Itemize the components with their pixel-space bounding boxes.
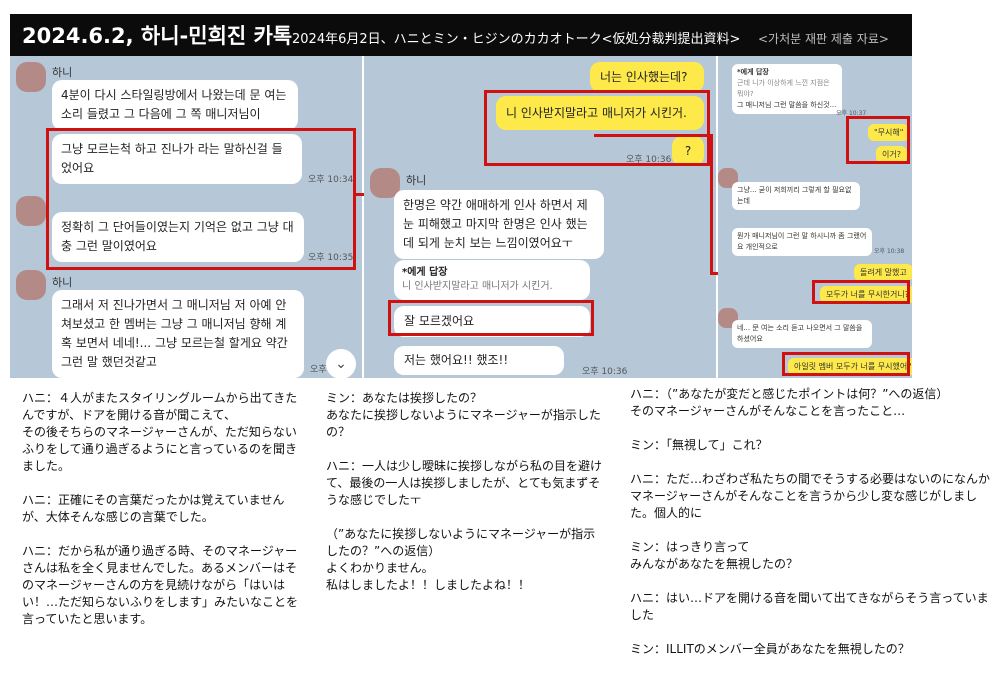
header-bar: 2024.6.2, 하니-민희진 카톡 2024年6月2日、ハニとミン・ヒジンの…: [10, 14, 912, 56]
chat-message: 그냥... 굳이 저희끼리 그렇게 할 필요없는데: [732, 182, 860, 210]
translation-paragraph: ハニ：ただ…わざわざ私たちの間でそうする必要はないのになんかマネージャーさんがそ…: [630, 472, 991, 520]
message-time: 오후 10:37: [836, 110, 867, 117]
message-time: 오후 10:38: [874, 248, 905, 255]
translation-paragraph: ハニ：４人がまたスタイリングルームから出てきたんですが、ドアを開ける音が聞こえて…: [22, 391, 298, 473]
chat-message-highlighted: 잘 모르겠어요: [394, 306, 590, 337]
reply-quote: 근데 니가 이상하게 느낀 지점은 뭐야?: [737, 79, 830, 98]
chat-message: 한명은 약간 애매하게 인사 하면서 제 눈 피해했고 마지막 한명은 인사 했…: [394, 190, 604, 259]
reply-message: *에게 답장 근데 니가 이상하게 느낀 지점은 뭐야? 그 매니저님 그런 말…: [732, 64, 842, 114]
reply-label: *에게 답장: [737, 68, 769, 76]
scroll-down-button[interactable]: ⌄: [326, 349, 356, 379]
translation-column-2: ミン：あなたは挨拶したの？ あなたに挨拶しないようにマネージャーが指示したの？ …: [326, 390, 606, 611]
header-note-kr: <가처분 재판 제출 자료>: [758, 32, 889, 46]
avatar: [16, 196, 46, 226]
chat-panel-2: 너는 인사했는데? 니 인사받지말라고 매니저가 시킨거. ? 오후 10:36…: [364, 56, 716, 378]
chat-message: 그래서 저 진나가면서 그 매니저님 저 아예 안 쳐보셨고 한 멤버는 그냥 …: [52, 290, 304, 378]
translation-paragraph: ハニ：一人は少し曖昧に挨拶しながら私の目を避けて、最後の一人は挨拶しましたが、と…: [326, 459, 603, 507]
sender-name: 하니: [52, 66, 73, 79]
chat-panel-3: *에게 답장 근데 니가 이상하게 느낀 지점은 뭐야? 그 매니저님 그런 말…: [718, 56, 912, 378]
chat-message: 4분이 다시 스타일링방에서 나왔는데 문 여는 소리 들렸고 그 다음에 그 …: [52, 80, 298, 130]
message-time: 오후 10:35: [308, 253, 354, 263]
connector-line: [594, 134, 712, 137]
translation-paragraph: ミン：「無視して」これ？: [630, 438, 768, 452]
chat-message-own: 이거?: [876, 146, 907, 163]
chat-message-highlighted: 정확히 그 단어들이였는지 기억은 없고 그냥 대충 그런 말이였어요: [52, 212, 304, 262]
reply-text: 그 매니저님 그런 말씀을 하신것...: [737, 101, 837, 109]
chevron-down-icon: ⌄: [335, 356, 347, 372]
translation-paragraph: ハニ：（”あなたが変だと感じたポイントは何？”への返信） そのマネージャーさんが…: [630, 387, 949, 418]
highlight-box: [782, 352, 910, 376]
chat-message-own: 니 인사받지말라고 매니저가 시킨거.: [496, 96, 704, 130]
header-title: 2024.6.2, 하니-민희진 카톡: [22, 24, 293, 48]
highlight-box: [846, 116, 910, 164]
avatar: [16, 270, 46, 300]
chat-message: 네... 문 여는 소리 듣고 나오면서 그 말씀을 하셨어요: [732, 320, 872, 348]
message-time: 오후 10:36: [582, 367, 628, 377]
chat-message: 저는 했어요!! 했조!!: [394, 346, 564, 375]
translation-paragraph: ミン：はっきり言って みんながあなたを無視したの？: [630, 540, 799, 571]
chat-message: 뭔가 매니저님이 그런 말 하시니까 좀 그랬어요 개인적으로: [732, 228, 872, 256]
highlight-box: [46, 128, 356, 270]
translation-paragraph: ハニ：はい…ドアを開ける音を聞いて出てきながらそう言っていました: [630, 591, 989, 622]
highlight-box: [812, 280, 910, 304]
message-time: 오후 10:36: [626, 155, 672, 165]
header-subtitle-jp: 2024年6月2日、ハニとミン・ヒジンのカカオトーク<仮処分裁判提出資料>: [292, 32, 741, 47]
highlight-box: [388, 300, 594, 336]
chat-message-own: 너는 인사했는데?: [590, 62, 704, 92]
chat-message-own: "무시해": [868, 124, 910, 141]
chat-message-own: ?: [672, 136, 704, 166]
sender-name: 하니: [406, 174, 427, 187]
translation-paragraph: ミン：あなたは挨拶したの？ あなたに挨拶しないようにマネージャーが指示したの？: [326, 391, 601, 439]
reply-message: *에게 답장 니 인사받지말라고 매니저가 시킨거.: [394, 260, 590, 300]
reply-label: *에게 답장: [402, 267, 448, 278]
translation-paragraph: （”あなたに挨拶しないようにマネージャーが指示したの？”への返信） よくわかりま…: [326, 527, 596, 592]
connector-line: [710, 134, 713, 272]
sender-name: 하니: [52, 276, 73, 289]
translation-paragraph: ミン：ILLITのメンバー全員があなたを無視したの？: [630, 642, 910, 656]
message-time: 오후: [310, 365, 327, 375]
translation-paragraph: ハニ：だから私が通り過ぎる時、そのマネージャーさんは私を全く見ませんでした。ある…: [22, 544, 299, 626]
avatar: [16, 62, 46, 92]
chat-message-own: 아일릿 멤버 모두가 너를 무시했어?: [788, 358, 912, 375]
message-time: 오후 10:34: [308, 175, 354, 185]
chat-panel-1: 하니 4분이 다시 스타일링방에서 나왔는데 문 여는 소리 들렸고 그 다음에…: [10, 56, 362, 378]
chat-message-own: 돌려게 말했고: [854, 264, 912, 281]
translation-paragraph: ハニ：正確にその言葉だったかは覚えていませんが、大体そんな感じの言葉でした。: [22, 493, 285, 524]
highlight-box: [484, 90, 710, 166]
chat-message-own: 모두가 너를 무시한거니?: [820, 286, 912, 303]
chat-message-highlighted: 그냥 모르는척 하고 진나가 라는 말하신걸 들었어요: [52, 134, 302, 184]
reply-quote: 니 인사받지말라고 매니저가 시킨거.: [402, 281, 553, 292]
translation-column-3: ハニ：（”あなたが変だと感じたポイントは何？”への返信） そのマネージャーさんが…: [630, 386, 992, 675]
translation-column-1: ハニ：４人がまたスタイリングルームから出てきたんですが、ドアを開ける音が聞こえて…: [22, 390, 302, 645]
